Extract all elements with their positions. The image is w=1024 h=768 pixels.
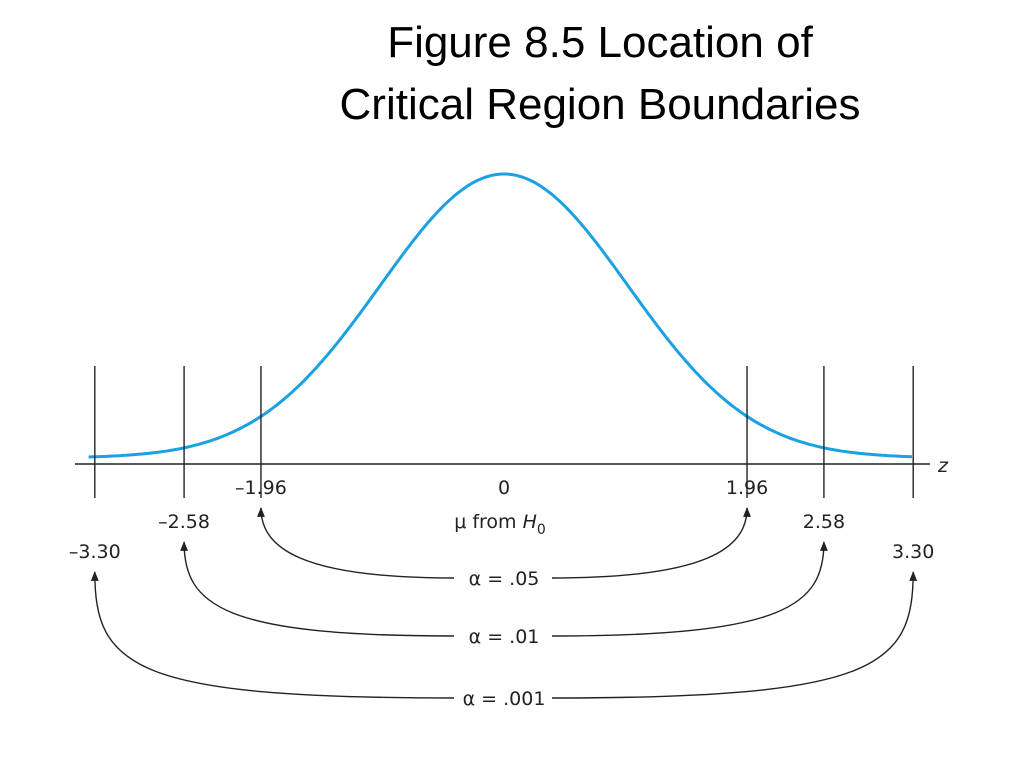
center-caption: μ from H0 — [454, 511, 546, 538]
alpha-arrow-left — [257, 507, 455, 579]
title-line-1: Figure 8.5 Location of — [387, 18, 813, 67]
boundary-label: 3.30 — [892, 541, 934, 563]
center-value-label: 0 — [498, 477, 510, 499]
boundary-label: –3.30 — [69, 541, 121, 563]
alpha-arrow-right — [551, 571, 918, 699]
alpha-label: α = .05 — [469, 568, 540, 590]
boundary-label: 1.96 — [726, 477, 768, 499]
z-axis-label: z — [937, 455, 949, 477]
boundary-label: 2.58 — [803, 511, 845, 533]
alpha-arrow-left — [180, 541, 455, 637]
normal-curve — [88, 172, 913, 459]
title-line-2: Critical Region Boundaries — [339, 80, 861, 129]
boundary-label: –2.58 — [158, 511, 210, 533]
alpha-arrow-left — [90, 571, 455, 699]
alpha-label: α = .01 — [469, 626, 540, 648]
alpha-label: α = .001 — [463, 688, 546, 710]
alpha-arrow-right — [551, 541, 828, 637]
figure-title: Figure 8.5 Location of Critical Region B… — [200, 12, 1000, 136]
alpha-arrow-right — [551, 507, 751, 579]
boundary-label: –1.96 — [235, 477, 287, 499]
